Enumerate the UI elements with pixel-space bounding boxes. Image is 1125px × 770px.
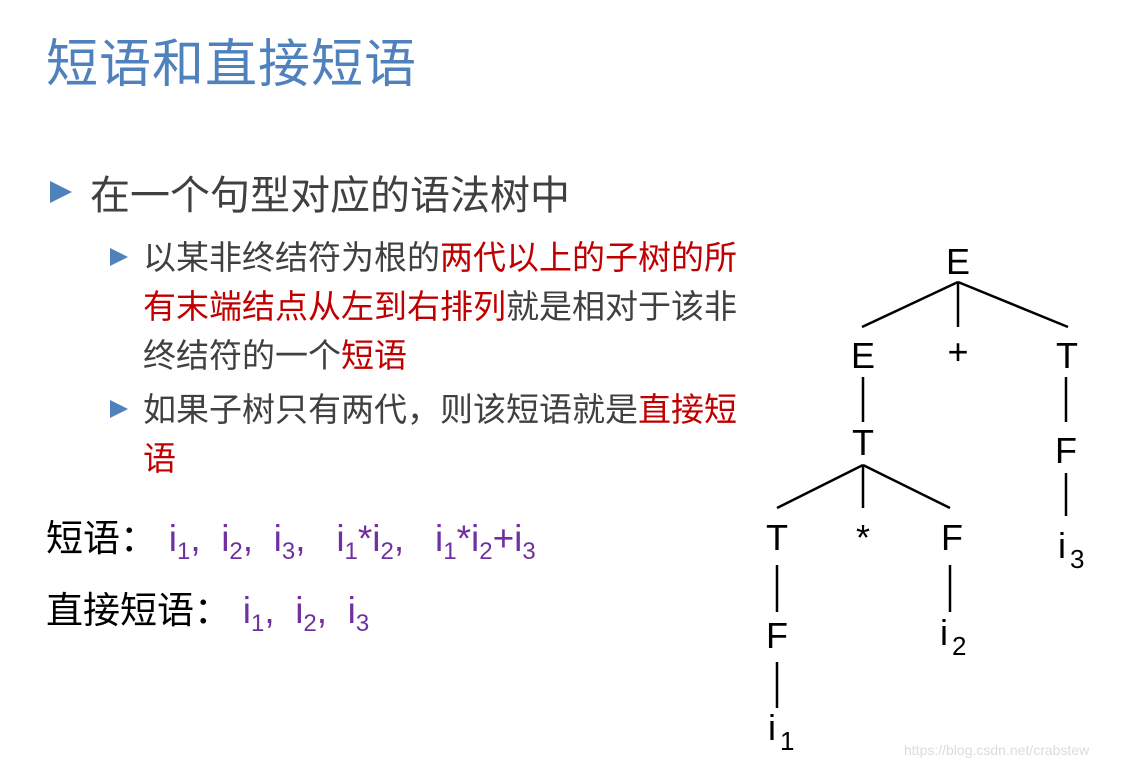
direct-phrases-list: i1, i2, i3	[242, 590, 370, 637]
highlight-segment: 两代以上的子树的所有末端结点从左到右排列	[143, 238, 737, 326]
text-segment: 以某非终结符为根的	[143, 238, 440, 277]
tree-node-root: E	[946, 241, 970, 282]
tree-node: +	[947, 331, 968, 372]
tree-node: F	[1055, 430, 1077, 471]
bullet-triangle-icon	[50, 181, 72, 203]
text-segment: 如果子树只有两代，则该短语就是	[143, 390, 638, 429]
bullet-triangle-icon	[110, 400, 128, 418]
highlight-segment: 直接短语	[143, 390, 737, 478]
phrases-list: i1, i2, i3, i1*i2, i1*i2+i3	[168, 518, 536, 565]
watermark: https://blog.csdn.net/crabstew	[904, 742, 1090, 758]
slide-title: 短语和直接短语	[46, 35, 418, 95]
phrases-line: 短语： i1, i2, i3, i1*i2, i1*i2+i3	[46, 508, 536, 566]
bullet-level1: 在一个句型对应的语法树中	[90, 173, 570, 219]
phrases-label: 短语：	[46, 517, 157, 560]
tree-node: T	[1056, 335, 1078, 376]
sub-bullet-phrase-definition: 以某非终结符为根的两代以上的子树的所有末端结点从左到右排列就是相对于该非终结符的…	[143, 233, 763, 380]
bullet-triangle-icon	[110, 248, 128, 266]
tree-node: E	[851, 335, 875, 376]
direct-phrases-label: 直接短语：	[46, 589, 231, 632]
tree-node: T	[852, 422, 874, 463]
sub-bullet-direct-phrase-definition: 如果子树只有两代，则该短语就是直接短语	[143, 385, 763, 483]
tree-node: T	[766, 517, 788, 558]
tree-node: F	[941, 517, 963, 558]
text-segment: 就是相对于该非终结符的一个	[143, 287, 737, 375]
highlight-segment: 短语	[341, 336, 407, 375]
direct-phrases-line: 直接短语： i1, i2, i3	[46, 580, 369, 638]
tree-node: F	[766, 615, 788, 656]
tree-node: *	[856, 517, 870, 558]
